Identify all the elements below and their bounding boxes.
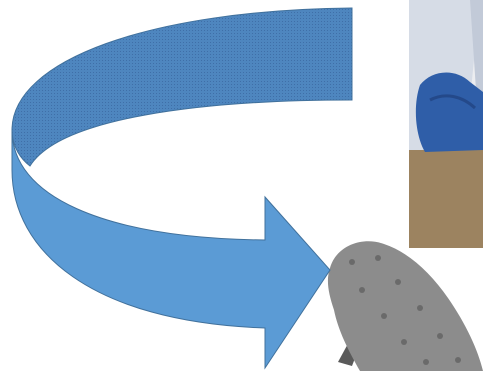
person-on-tatami-photo (409, 0, 483, 248)
jeans (416, 73, 483, 152)
brush-dot (395, 279, 401, 285)
brush-dot (455, 357, 461, 363)
brush-dot (401, 339, 407, 345)
curved-u-turn-arrow-icon (12, 8, 352, 368)
brush-dot (359, 287, 365, 293)
arrow-body-back-textured (12, 8, 352, 166)
brush-dot (417, 305, 423, 311)
brush-dot (423, 359, 429, 365)
gray-textured-brush-icon (328, 241, 483, 371)
brush-dot (375, 255, 381, 261)
brush-dot (437, 333, 443, 339)
brush-dot (381, 313, 387, 319)
tatami-floor (409, 150, 483, 248)
brush-dot (349, 259, 355, 265)
arrow-body-front (12, 130, 330, 368)
